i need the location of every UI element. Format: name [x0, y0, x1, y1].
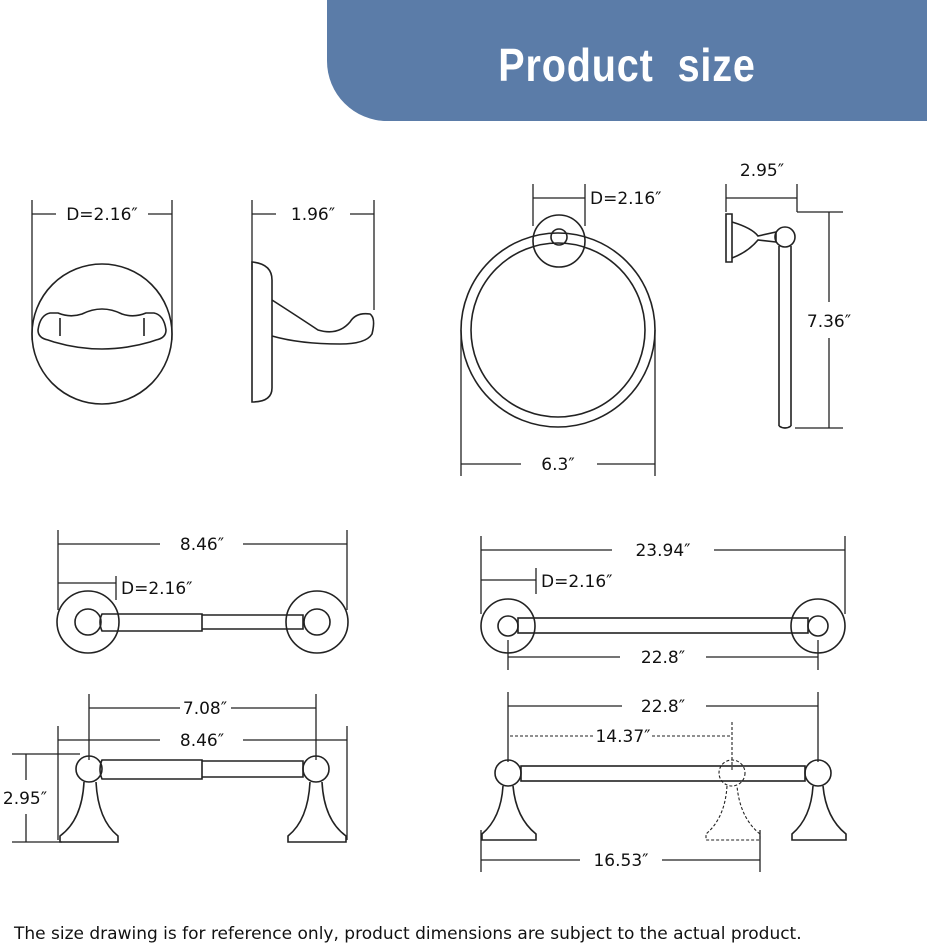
- toilet-paper-holder-side-view: 7.08″ 8.46″ 2.95″: [3, 694, 348, 843]
- towel-bar-diameter-label: D=2.16″: [541, 572, 613, 592]
- robe-hook-side-view: 1.96″: [251, 200, 375, 403]
- toilet-paper-holder-front-view: 8.46″ D=2.16″: [56, 530, 349, 654]
- towel-ring-diameter-label: D=2.16″: [590, 189, 662, 209]
- towel-bar-overall-length-label: 23.94″: [635, 541, 690, 561]
- towel-bar-adjustable-length-label: 14.37″: [595, 727, 650, 747]
- tph-diameter-label: D=2.16″: [121, 579, 193, 599]
- header-banner: Product size: [327, 0, 927, 121]
- tph-side-length-label: 8.46″: [180, 731, 224, 751]
- robe-hook-diameter-label: D=2.16″: [66, 205, 138, 225]
- tph-overall-length-label: 8.46″: [180, 535, 224, 555]
- towel-ring-width-label: 6.3″: [541, 455, 574, 475]
- tph-inner-length-label: 7.08″: [183, 699, 227, 719]
- towel-ring-side-view: 2.95″ 7.36″: [725, 161, 851, 429]
- towel-bar-side-length-label: 22.8″: [641, 697, 685, 717]
- page-title: Product size: [498, 39, 756, 91]
- towel-bar-min-length-label: 16.53″: [593, 851, 648, 871]
- tph-depth-label: 2.95″: [3, 789, 47, 809]
- robe-hook-depth-label: 1.96″: [291, 205, 335, 225]
- towel-ring-height-label: 7.36″: [807, 312, 851, 332]
- towel-bar-side-view: 22.8″ 14.37″ 16.53″: [480, 692, 847, 872]
- towel-bar-bar-length-label: 22.8″: [641, 648, 685, 668]
- robe-hook-front-view: D=2.16″: [31, 200, 173, 405]
- disclaimer-footnote: The size drawing is for reference only, …: [14, 924, 802, 944]
- towel-bar-front-view: 23.94″ D=2.16″ 22.8″: [480, 536, 846, 670]
- towel-ring-front-view: D=2.16″ 6.3″: [460, 184, 662, 476]
- towel-ring-side-depth-label: 2.95″: [740, 161, 784, 181]
